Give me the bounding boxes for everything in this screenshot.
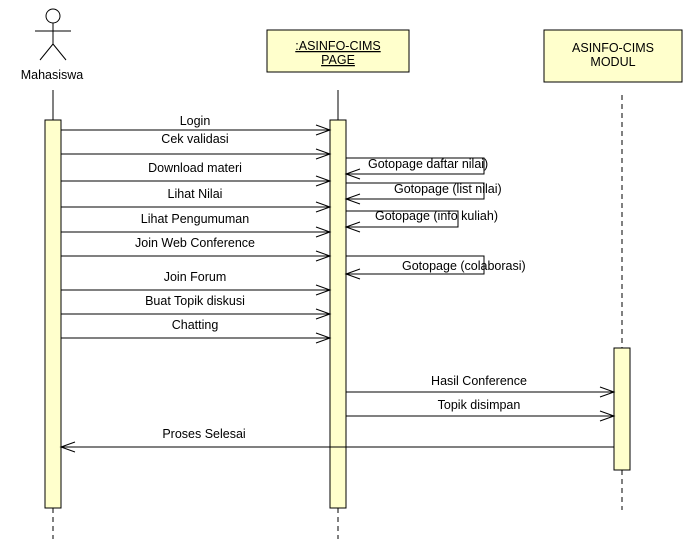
self-message-arrow <box>344 157 485 180</box>
lifeline-page-title-line1: :ASINFO-CIMS <box>295 39 380 53</box>
message-arrow <box>61 124 332 136</box>
message-arrow <box>61 175 332 187</box>
message-label: Cek validasi <box>161 132 228 146</box>
lifeline-modul-title-line2: MODUL <box>590 55 635 69</box>
actor-activation-bar <box>44 119 62 509</box>
self-message-label: Gotopage (colaborasi) <box>402 259 526 273</box>
message-arrow <box>61 201 332 213</box>
lifelines <box>52 90 623 539</box>
lifeline-header-page: :ASINFO-CIMS PAGE <box>266 29 410 73</box>
page-activation-bar <box>329 119 347 509</box>
message-label: Lihat Nilai <box>168 187 223 201</box>
message-label: Login <box>180 114 211 128</box>
self-message-label: Gotopage (info kuliah) <box>375 209 498 223</box>
message-label: Buat Topik diskusi <box>145 294 245 308</box>
lifeline-modul-title-line1: ASINFO-CIMS <box>572 41 654 55</box>
lifeline-page-title-line2: PAGE <box>321 53 355 67</box>
message-label: Download materi <box>148 161 242 175</box>
message-arrow <box>345 408 616 424</box>
stick-figure-icon <box>35 8 71 61</box>
self-message-arrow <box>344 182 485 205</box>
message-arrow <box>61 226 332 238</box>
message-label: Hasil Conference <box>431 374 527 388</box>
self-message-label: Gotopage (list nilai) <box>394 182 502 196</box>
messages <box>59 124 616 453</box>
message-arrow <box>345 384 616 400</box>
message-label: Join Forum <box>164 270 227 284</box>
modul-activation-bar <box>613 347 631 471</box>
message-label: Join Web Conference <box>135 236 255 250</box>
self-message-label: Gotopage daftar nilai) <box>368 157 488 171</box>
message-arrow <box>61 332 332 344</box>
message-label: Proses Selesai <box>162 427 245 441</box>
message-arrow <box>61 284 332 296</box>
self-message-arrow <box>344 255 485 280</box>
message-arrow <box>61 148 332 160</box>
message-arrow <box>61 308 332 320</box>
message-arrow <box>59 441 614 453</box>
message-label: Topik disimpan <box>438 398 521 412</box>
self-message-arrow <box>344 210 459 233</box>
actor-name: Mahasiswa <box>21 68 84 82</box>
lifeline-header-modul: ASINFO-CIMS MODUL <box>543 29 683 83</box>
message-label: Chatting <box>172 318 219 332</box>
message-label: Lihat Pengumuman <box>141 212 249 226</box>
message-arrow <box>61 250 332 262</box>
